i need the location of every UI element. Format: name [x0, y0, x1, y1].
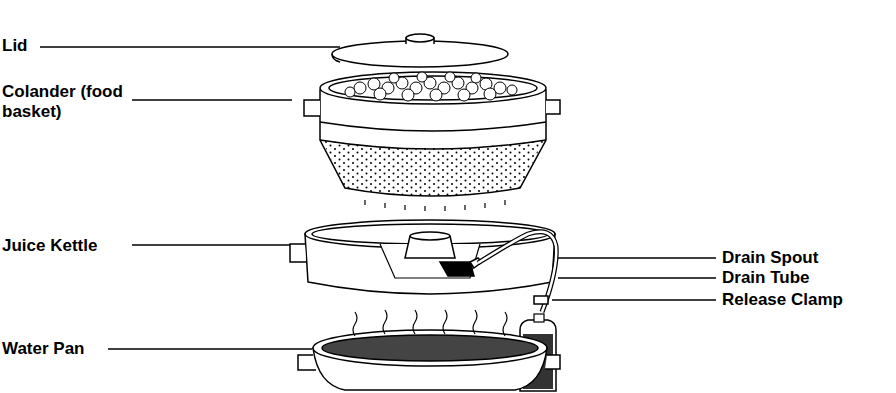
water-pan-drawing — [298, 310, 560, 390]
part-label: Drain Spout — [722, 248, 818, 268]
leader-lines — [40, 47, 716, 349]
colander-drawing — [304, 72, 560, 211]
part-label: Colander (food basket) — [2, 82, 144, 122]
lid-drawing — [332, 34, 508, 67]
part-label: Drain Tube — [722, 268, 810, 288]
part-label: Juice Kettle — [2, 236, 97, 256]
juice-kettle-drawing — [290, 220, 555, 294]
part-label: Lid — [2, 36, 28, 56]
part-label: Water Pan — [2, 339, 85, 359]
part-label: Release Clamp — [722, 290, 843, 310]
